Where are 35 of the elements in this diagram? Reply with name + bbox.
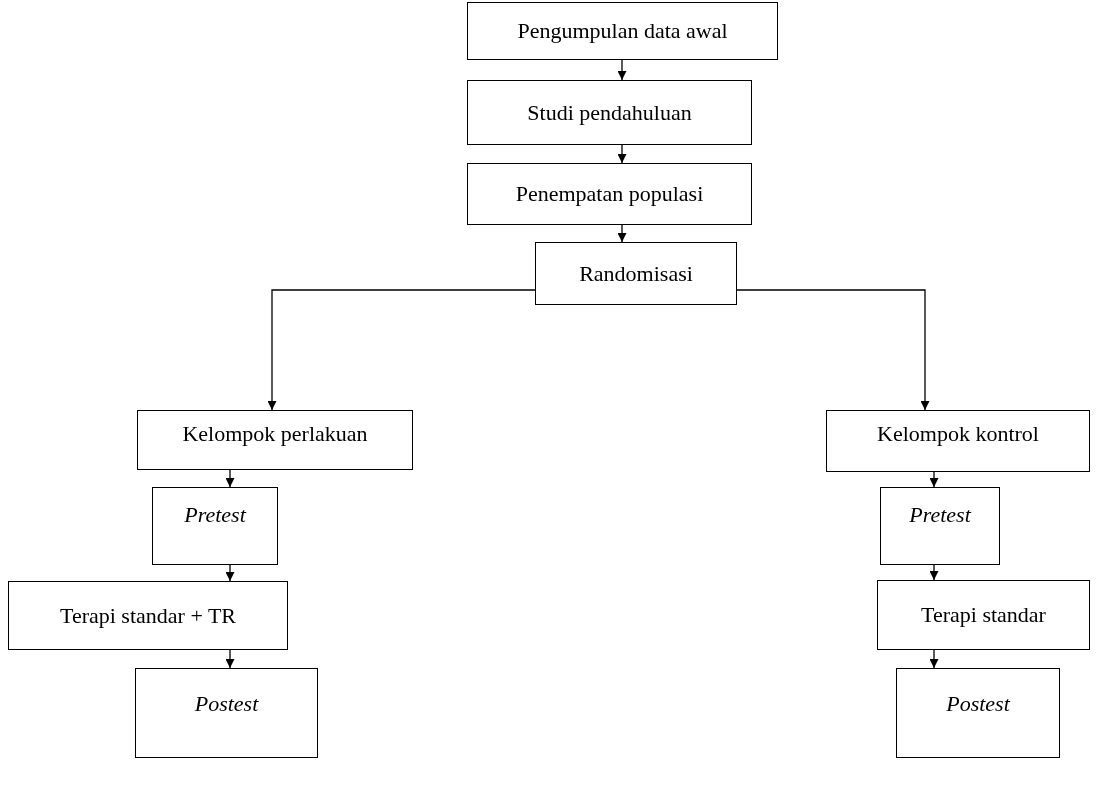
process-box (135, 668, 318, 758)
box-label: Randomisasi (579, 260, 693, 287)
box-label: Pengumpulan data awal (517, 18, 728, 44)
box-label: Kelompok perlakuan (182, 421, 368, 447)
process-box (877, 580, 1090, 650)
arrow (617, 144, 627, 164)
arrow (225, 564, 235, 582)
box-label: Postest (946, 691, 1010, 717)
arrow (929, 564, 939, 581)
process-box (467, 80, 752, 145)
arrow (225, 649, 235, 669)
box-label: Pretest (909, 502, 971, 528)
arrow (929, 471, 939, 488)
process-box (137, 410, 413, 470)
arrow (617, 59, 627, 81)
box-label: Terapi standar (921, 602, 1046, 628)
box-label: Pretest (184, 502, 246, 528)
arrow (736, 289, 930, 411)
process-box (826, 410, 1090, 472)
process-box (467, 163, 752, 225)
arrow (225, 469, 235, 488)
arrow (267, 289, 536, 411)
box-label: Penempatan populasi (515, 181, 704, 207)
arrow (929, 649, 939, 669)
process-box (467, 2, 778, 60)
box-label: Kelompok kontrol (877, 421, 1039, 447)
process-box (535, 242, 737, 305)
process-box (896, 668, 1060, 758)
process-box (8, 581, 288, 650)
arrow (617, 224, 627, 243)
process-box (880, 487, 1000, 565)
box-label: Postest (194, 691, 259, 717)
box-label: Studi pendahuluan (527, 99, 692, 126)
box-label: Terapi standar + TR (60, 602, 236, 629)
process-box (152, 487, 278, 565)
